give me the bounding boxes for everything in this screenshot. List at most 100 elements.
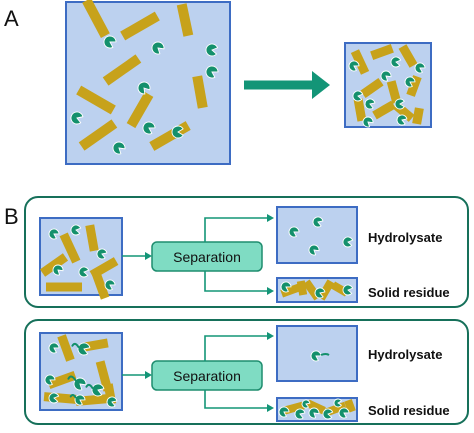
scenario-2-hydrolysate-contents <box>310 350 330 362</box>
scenario-2-input-contents <box>43 334 118 408</box>
panel-a-label: A <box>4 6 19 31</box>
fiber-icon <box>90 268 110 300</box>
enzyme-icon <box>70 111 84 125</box>
enzyme-linker-icon <box>85 383 94 389</box>
scenario-2-residue-arrowhead <box>267 404 274 412</box>
scenario-2-separation-label: Separation <box>173 368 241 384</box>
enzyme-icon <box>78 266 90 278</box>
fiber-icon <box>176 3 194 37</box>
fiber-icon <box>386 80 402 104</box>
scenario-1-residue-label: Solid residue <box>368 285 450 300</box>
enzyme-icon <box>48 342 60 354</box>
enzyme-icon <box>301 399 311 409</box>
fiber-icon <box>406 75 422 97</box>
fiber-icon <box>296 280 308 296</box>
scenario-2-feed-arrowhead <box>145 371 152 379</box>
fiber-icon <box>95 360 113 392</box>
fiber-icon <box>76 85 116 115</box>
fiber-icon <box>412 107 424 125</box>
scenario-1-to-hydrolysate-connector <box>204 217 267 242</box>
fiber-icon <box>350 49 370 75</box>
enzyme-icon <box>352 90 364 102</box>
enzyme-icon <box>308 407 320 419</box>
fiber-icon <box>126 91 154 129</box>
fiber-icon <box>59 232 81 264</box>
enzyme-icon <box>404 76 416 88</box>
enzyme-icon <box>414 62 426 74</box>
fiber-icon <box>57 334 75 362</box>
enzyme-icon <box>342 236 354 248</box>
scenario-2-to-residue-connector <box>204 390 267 409</box>
fiber-icon <box>78 119 118 151</box>
fiber-icon <box>102 54 142 86</box>
enzyme-icon <box>394 98 405 110</box>
enzyme-icon <box>364 98 376 110</box>
enzyme-icon <box>396 114 408 126</box>
scenario-2-to-hydrolysate-connector <box>204 335 267 361</box>
fiber-icon <box>83 338 109 352</box>
substrate-box-compacted-contents <box>348 44 426 128</box>
enzyme-icon <box>103 35 117 49</box>
enzyme-icon <box>44 374 56 386</box>
enzyme-icon <box>342 284 354 296</box>
fiber-icon <box>398 44 418 68</box>
enzyme-icon <box>288 226 300 238</box>
scenario-1-residue-arrowhead <box>267 287 274 295</box>
enzyme-icon <box>322 408 334 420</box>
scenario-2-hydrolysate-label: Hydrolysate <box>368 347 442 362</box>
fiber-icon <box>360 78 384 98</box>
enzyme-icon <box>348 60 360 72</box>
panel-b-label: B <box>4 204 19 229</box>
scenario-1-to-residue-connector <box>204 271 267 292</box>
enzyme-icon <box>104 279 116 291</box>
scenario-2-residue-contents <box>278 398 356 420</box>
enzyme-linker-icon <box>320 353 330 356</box>
fiber-icon <box>82 0 110 39</box>
enzyme-icon <box>52 264 64 276</box>
fiber-icon <box>192 75 208 109</box>
enzyme-icon <box>205 65 219 79</box>
fiber-icon <box>120 11 160 41</box>
enzyme-icon <box>48 392 60 404</box>
enzyme-icon <box>205 43 219 57</box>
substrate-box-large-contents <box>70 0 219 155</box>
scenario-1-separation-label: Separation <box>173 249 241 265</box>
enzyme-icon <box>338 407 350 419</box>
enzyme-icon <box>314 287 326 299</box>
enzyme-icon <box>171 125 184 139</box>
enzyme-icon <box>280 281 292 293</box>
reaction-arrow-head <box>312 71 330 99</box>
scenario-1-hydrolysate-contents <box>288 216 354 256</box>
enzyme-linker-icon <box>71 342 80 348</box>
enzyme-icon <box>294 408 306 420</box>
scenario-1-separation-box <box>151 241 263 272</box>
scenario-1-hydrolysate-arrowhead <box>267 214 274 222</box>
enzyme-icon <box>333 398 343 408</box>
scenario-1-hydrolysate-box <box>276 206 358 264</box>
fiber-icon <box>370 44 394 60</box>
enzyme-icon <box>96 248 108 260</box>
scenario-1-input-contents <box>39 224 119 300</box>
enzyme-icon <box>310 350 322 362</box>
fiber-icon <box>47 370 77 390</box>
scenario-1-hydrolysate-label: Hydrolysate <box>368 230 442 245</box>
enzyme-icon <box>308 244 320 256</box>
scenario-2-hydrolysate-arrowhead <box>267 332 274 340</box>
enzyme-icon <box>151 41 165 55</box>
enzyme-icon <box>137 81 151 95</box>
fiber-icon <box>372 100 396 120</box>
fiber-icon <box>46 282 82 292</box>
enzyme-icon <box>70 224 82 236</box>
scenario-1-residue-contents <box>280 279 354 301</box>
enzyme-icon <box>312 216 324 228</box>
enzyme-linker-icon <box>69 394 77 399</box>
fiber-icon <box>306 399 326 415</box>
enzyme-icon <box>278 406 290 418</box>
enzyme-icon <box>48 228 60 240</box>
enzyme-icon <box>380 70 392 82</box>
fiber-icon <box>39 253 69 277</box>
scenario-1-feed-arrowhead <box>145 252 152 260</box>
enzyme-icon <box>362 116 374 128</box>
fiber-icon <box>85 224 99 252</box>
